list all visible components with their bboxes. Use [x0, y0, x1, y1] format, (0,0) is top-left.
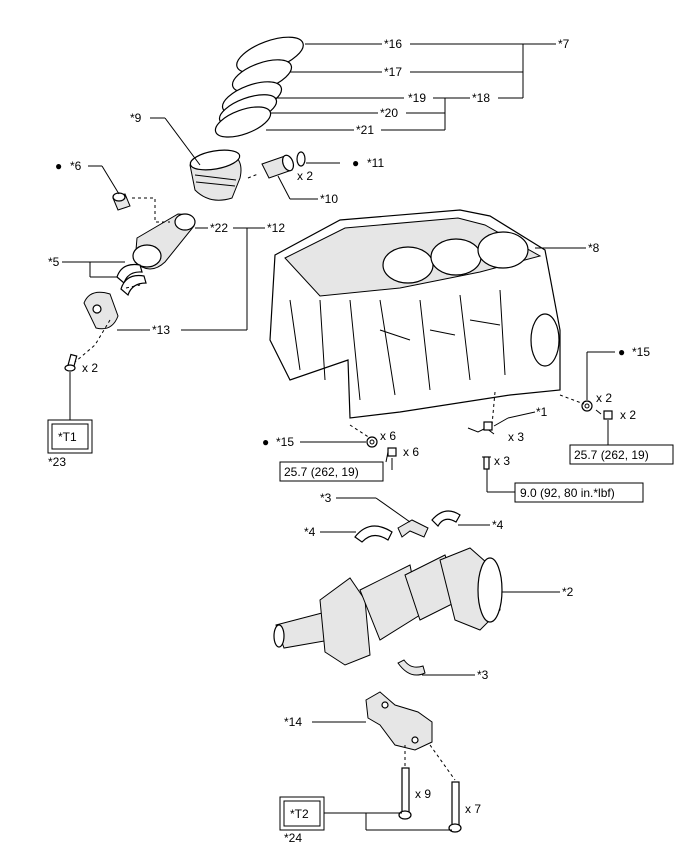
callout-19: *19: [408, 91, 426, 105]
callout-3-top: *3: [320, 491, 332, 505]
bullet-15-right: ●: [618, 345, 625, 359]
tool-box-t2: [279, 796, 325, 831]
callout-7: *7: [558, 37, 570, 51]
callout-24: *24: [284, 831, 302, 845]
torque-box-jet: [514, 482, 644, 503]
upper-main-bearings: [354, 510, 461, 543]
tool-t2-label: *T2: [290, 807, 309, 821]
lower-main-bearing: [397, 659, 426, 676]
callout-17: *17: [384, 65, 402, 79]
torque-right-label: 25.7 (262, 19): [574, 448, 649, 462]
callout-4-right: *4: [492, 518, 504, 532]
qty-snap-ring: x 2: [297, 169, 313, 183]
torque-jet-label: 9.0 (92, 80 in.*lbf): [520, 486, 615, 500]
bullet-15-left: ●: [262, 435, 269, 449]
qty-washer-left: x 6: [380, 429, 396, 443]
qty-bolt-right: x 2: [620, 408, 636, 422]
callout-23: *23: [48, 455, 66, 469]
pin-bushing: [112, 192, 131, 211]
bullet-6: ●: [55, 159, 62, 173]
oil-jet-bolt: [482, 456, 491, 470]
rod-cap: [83, 291, 119, 330]
callout-4-left: *4: [304, 525, 316, 539]
piston-rings: [214, 36, 304, 138]
tool-t1-label: *T1: [58, 430, 77, 444]
left-washer-bolt: [366, 436, 397, 463]
qty-main-bolt-short: x 7: [465, 802, 481, 816]
callout-5: *5: [48, 255, 60, 269]
bullet-11: ●: [352, 156, 359, 170]
callout-21: *21: [356, 123, 374, 137]
callout-16: *16: [384, 37, 402, 51]
rod-bolt: [64, 353, 78, 372]
qty-oil-jet-bolt: x 3: [494, 454, 510, 468]
main-cap-bolt-short: [448, 781, 462, 833]
callout-9: *9: [130, 111, 142, 125]
qty-oil-jet: x 3: [508, 430, 524, 444]
callout-15-left: *15: [276, 435, 294, 449]
oil-jet: [467, 417, 509, 435]
snap-ring: [296, 151, 306, 167]
qty-rod-bolt: x 2: [82, 361, 98, 375]
leader-lines: [62, 43, 615, 831]
piston: [189, 149, 242, 201]
callout-20: *20: [380, 106, 398, 120]
callout-8: *8: [588, 241, 600, 255]
callout-2: *2: [562, 585, 574, 599]
connecting-rod: [132, 213, 196, 270]
torque-labels: 25.7 (262, 19) 25.7 (262, 19) 9.0 (92, 8…: [284, 448, 649, 500]
callout-14: *14: [284, 715, 302, 729]
callout-10: *10: [320, 192, 338, 206]
callout-13: *13: [152, 323, 170, 337]
callout-12: *12: [267, 221, 285, 235]
callout-22: *22: [210, 221, 228, 235]
main-cap-bolt-long: [398, 767, 412, 820]
bullet-markers: ● ● ● ●: [55, 156, 625, 449]
main-bearing-cap: [365, 691, 433, 751]
torque-left-label: 25.7 (262, 19): [284, 465, 359, 479]
tool-labels: *T1 *T2: [58, 430, 309, 821]
piston-pin: [261, 154, 295, 179]
tool-box-t1: [47, 419, 93, 454]
callout-15-right: *15: [632, 345, 650, 359]
qty-main-bolt-long: x 9: [415, 787, 431, 801]
callout-6: *6: [70, 159, 82, 173]
torque-box-left: [279, 461, 384, 482]
crankshaft: [273, 547, 503, 666]
torque-box-right: [569, 444, 674, 465]
callout-11: *11: [367, 156, 384, 170]
quantity-labels: x 2 x 2 x 6 x 6 x 3 x 3 x 2 x 2 x 9 x 7: [82, 169, 636, 816]
callout-3-bottom: *3: [477, 668, 489, 682]
cylinder-block: [269, 209, 561, 419]
qty-bolt-left: x 6: [403, 445, 419, 459]
rod-bearings: [116, 263, 147, 297]
callout-labels: *16 *17 *19 *20 *21 *7 *18 *9 *6 *11 *10…: [48, 37, 650, 845]
callout-18: *18: [472, 91, 490, 105]
callout-1: *1: [536, 405, 548, 419]
qty-washer-right: x 2: [596, 391, 612, 405]
right-washer-bolt: [581, 400, 613, 420]
